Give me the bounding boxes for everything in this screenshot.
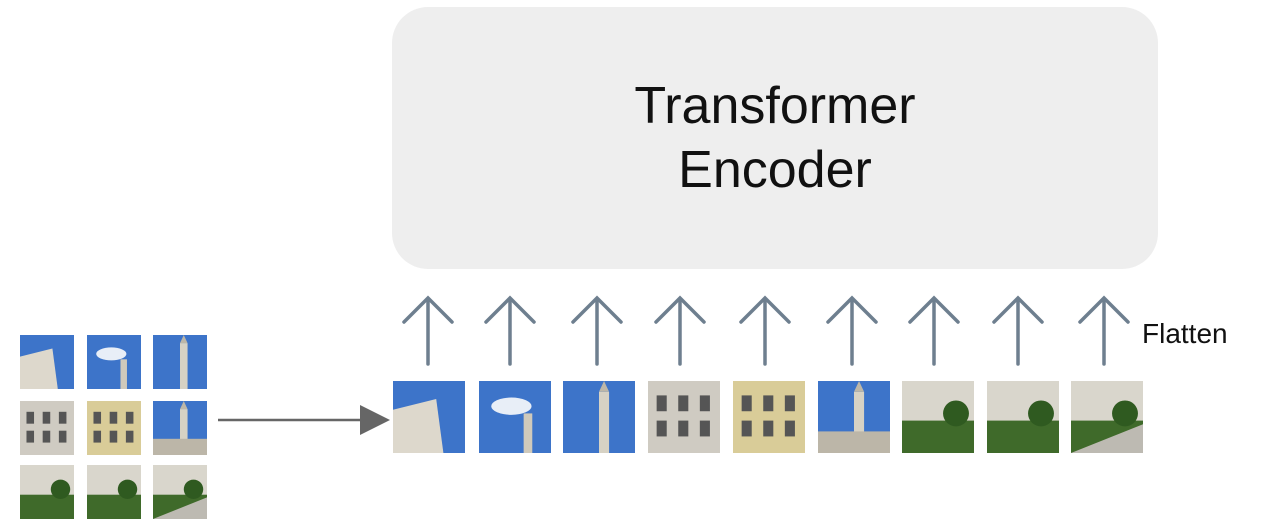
up-arrow (992, 295, 1044, 366)
grid-patch (153, 401, 207, 455)
flatten-label: Flatten (1142, 318, 1228, 349)
grid-patch (153, 465, 207, 519)
flattened-patch (902, 381, 974, 453)
grid-patch (87, 401, 141, 455)
grid-patch (87, 335, 141, 389)
flattened-patch (987, 381, 1059, 453)
up-arrow (826, 295, 878, 366)
encoder-title-line1: Transformer (634, 77, 916, 135)
encoder-title-line2: Encoder (678, 141, 872, 199)
up-arrow (402, 295, 454, 366)
transformer-encoder-block: Transformer Encoder (392, 7, 1158, 269)
up-arrow (571, 295, 623, 366)
flattened-patch (648, 381, 720, 453)
grid-patch (87, 465, 141, 519)
flattened-patch (563, 381, 635, 453)
flattened-patch (479, 381, 551, 453)
flattened-patch (818, 381, 890, 453)
grid-patch (20, 335, 74, 389)
up-arrows (402, 295, 1130, 366)
flattened-patch (733, 381, 805, 453)
up-arrow (908, 295, 960, 366)
flattened-patch (393, 381, 465, 453)
grid-patch (20, 401, 74, 455)
grid-patch (153, 335, 207, 389)
up-arrow (654, 295, 706, 366)
up-arrow (739, 295, 791, 366)
flattened-patch (1071, 381, 1143, 453)
grid-patch (20, 465, 74, 519)
up-arrow (484, 295, 536, 366)
up-arrow (1078, 295, 1130, 366)
